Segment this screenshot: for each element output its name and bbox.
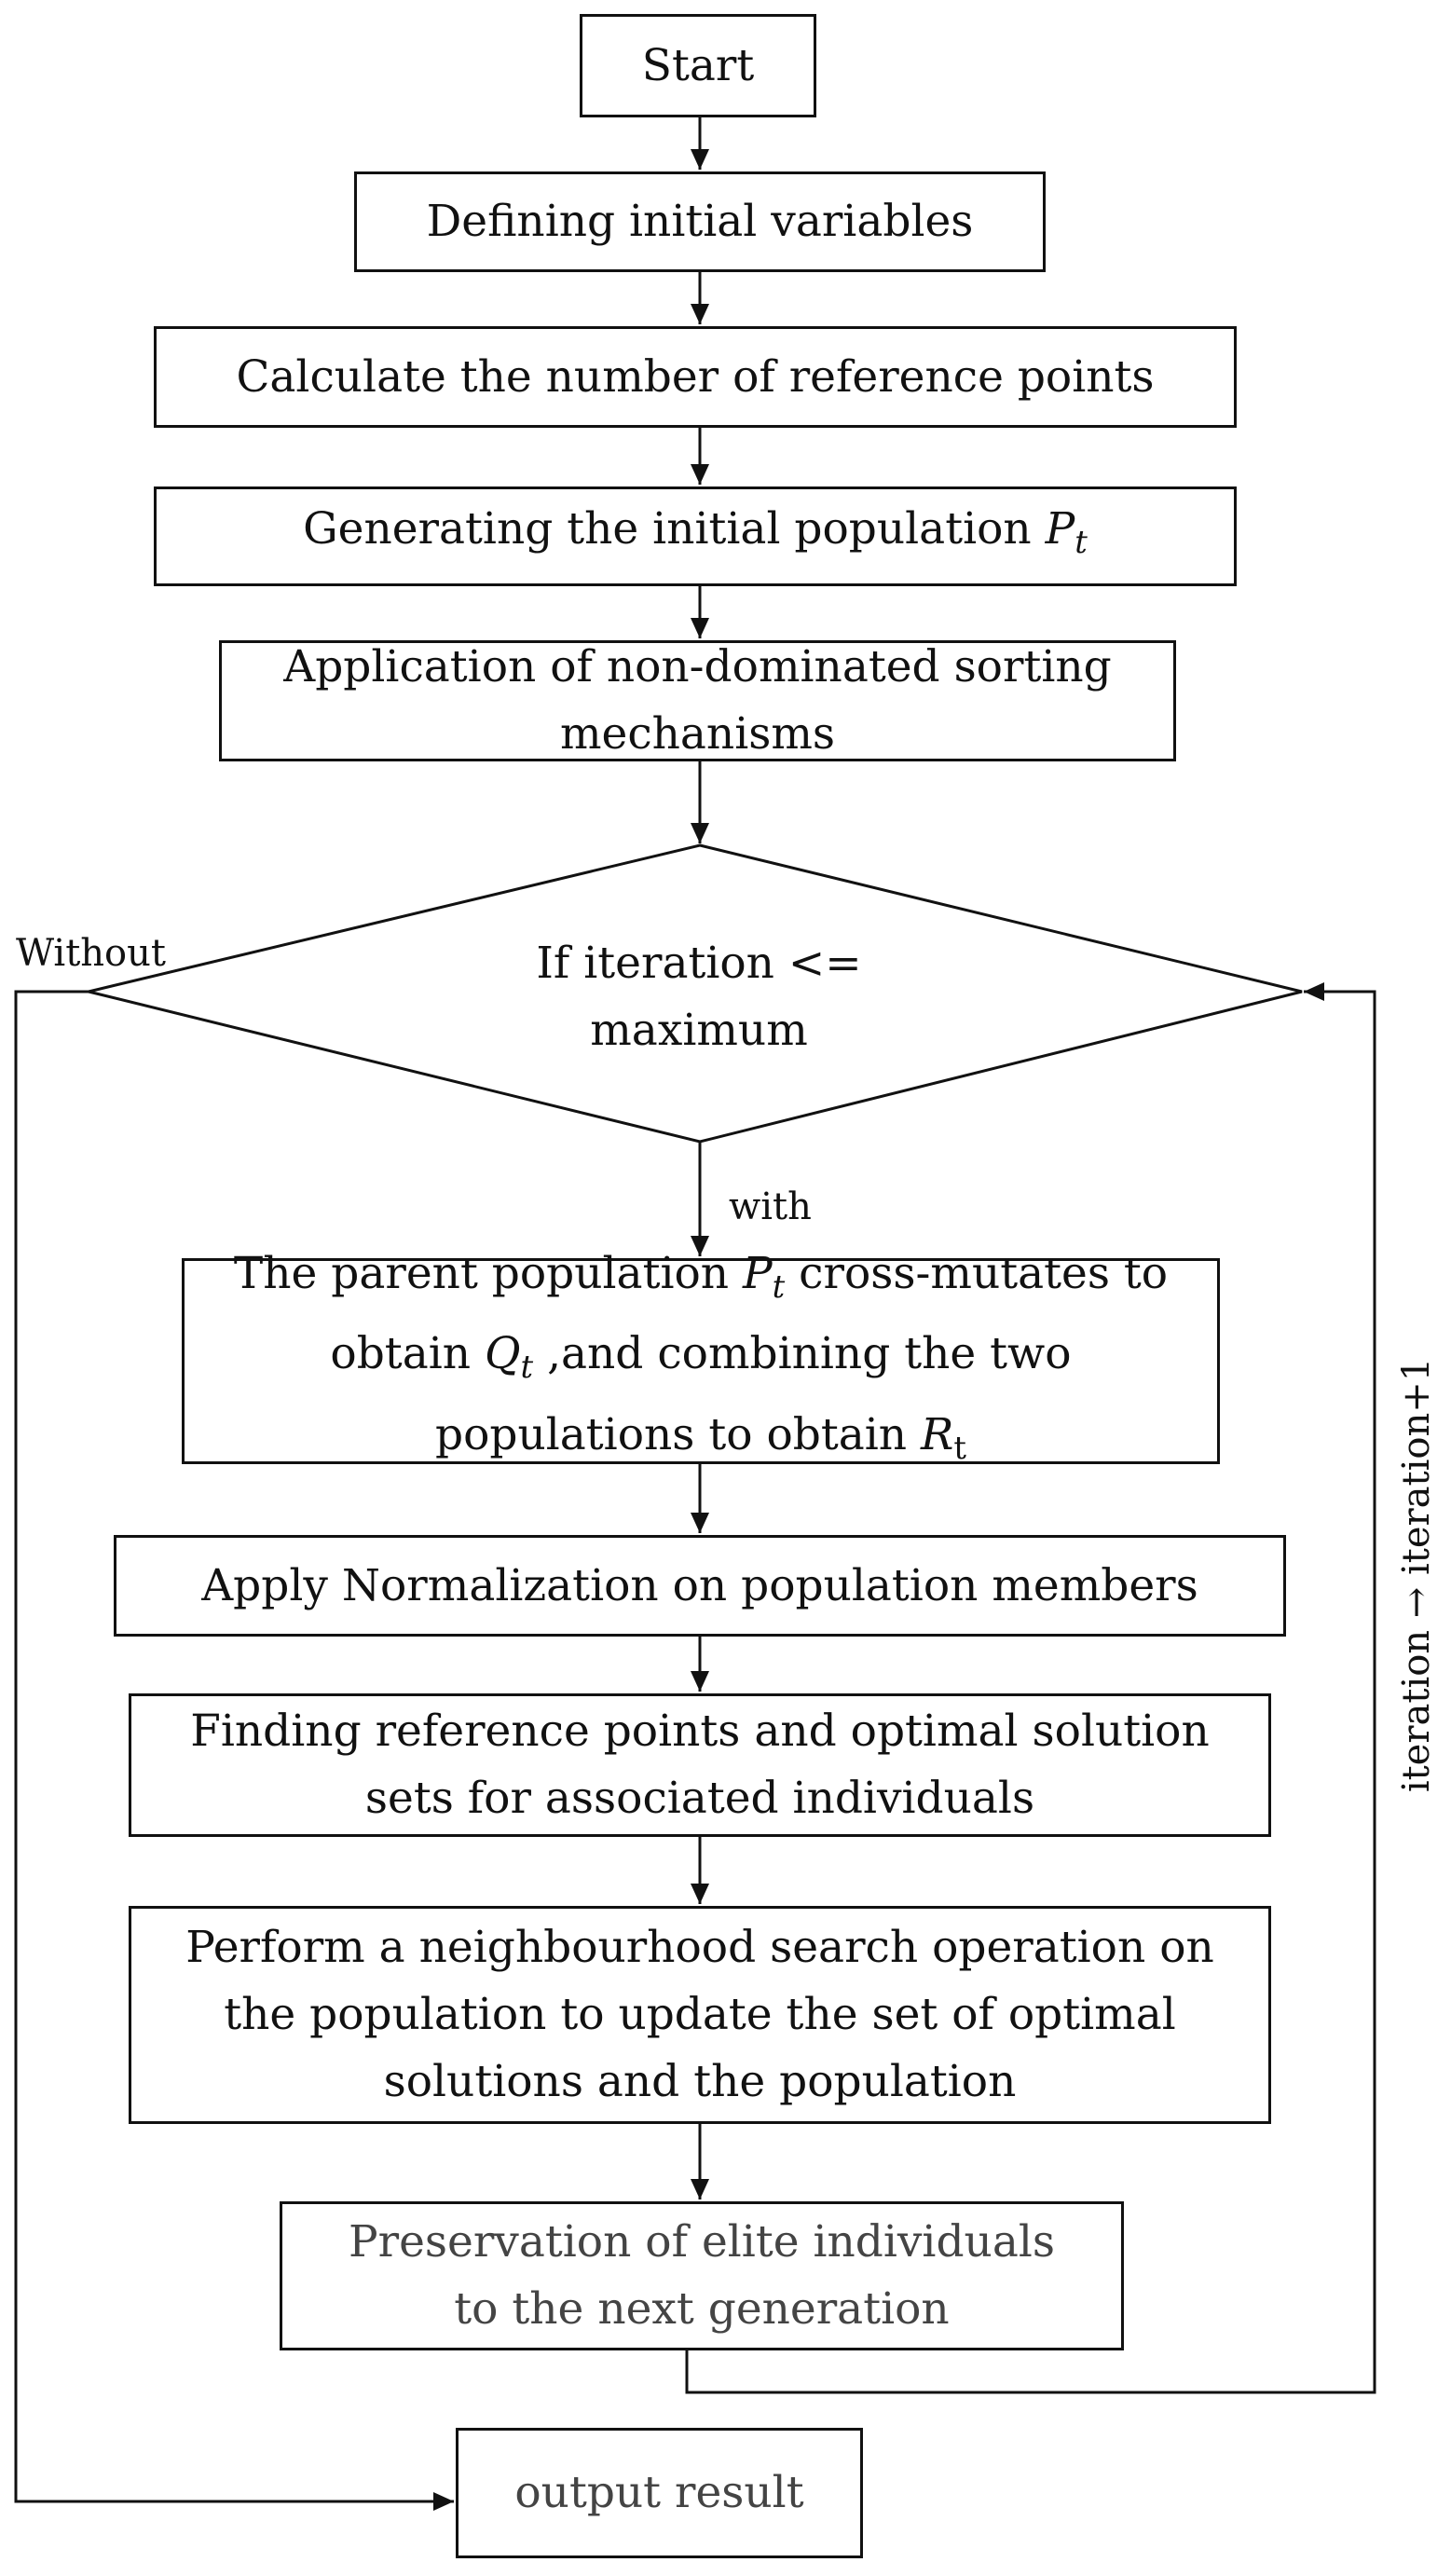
normalization-label: Apply Normalization on population member… bbox=[201, 1559, 1198, 1611]
calc-reference-points-node: Calculate the number of reference points bbox=[154, 326, 1237, 428]
non-dominated-sorting-label: Application of non-dominated sorting mec… bbox=[283, 641, 1112, 760]
exit-connector bbox=[14, 990, 454, 2511]
loop-increment-label: iteration → iteration+1 bbox=[1395, 1357, 1438, 1793]
without-label: Without bbox=[16, 932, 166, 975]
elite-preservation-node: Preservation of elite individuals to the… bbox=[280, 2201, 1124, 2350]
non-dominated-sorting-node: Application of non-dominated sorting mec… bbox=[219, 640, 1176, 761]
reference-points-label: Finding reference points and optimal sol… bbox=[190, 1706, 1210, 1824]
define-variables-node: Defining initial variables bbox=[354, 171, 1046, 272]
generate-population-label: Generating the initial population Pt bbox=[303, 503, 1088, 561]
cross-mutate-node: The parent population Pt cross-mutates t… bbox=[182, 1248, 1220, 1466]
output-result-label: output result bbox=[514, 2467, 804, 2518]
cross-mutate-label: The parent population Pt cross-mutates t… bbox=[233, 1248, 1169, 1466]
decision-label: If iteration <= maximum bbox=[536, 938, 862, 1056]
loop-back-connector bbox=[685, 982, 1376, 2394]
neighbourhood-search-label: Perform a neighbourhood search operation… bbox=[185, 1922, 1214, 2107]
normalization-node: Apply Normalization on population member… bbox=[114, 1535, 1286, 1637]
start-label: Start bbox=[641, 39, 755, 91]
define-variables-label: Defining initial variables bbox=[426, 196, 974, 247]
start-node: Start bbox=[580, 14, 816, 117]
output-result-node: output result bbox=[456, 2428, 863, 2558]
neighbourhood-search-node: Perform a neighbourhood search operation… bbox=[129, 1906, 1271, 2124]
elite-preservation-label: Preservation of elite individuals to the… bbox=[349, 2216, 1055, 2335]
calc-reference-points-label: Calculate the number of reference points bbox=[236, 350, 1155, 403]
reference-points-node: Finding reference points and optimal sol… bbox=[129, 1693, 1271, 1837]
generate-population-node: Generating the initial population Pt bbox=[154, 486, 1237, 586]
with-label: with bbox=[729, 1185, 812, 1228]
